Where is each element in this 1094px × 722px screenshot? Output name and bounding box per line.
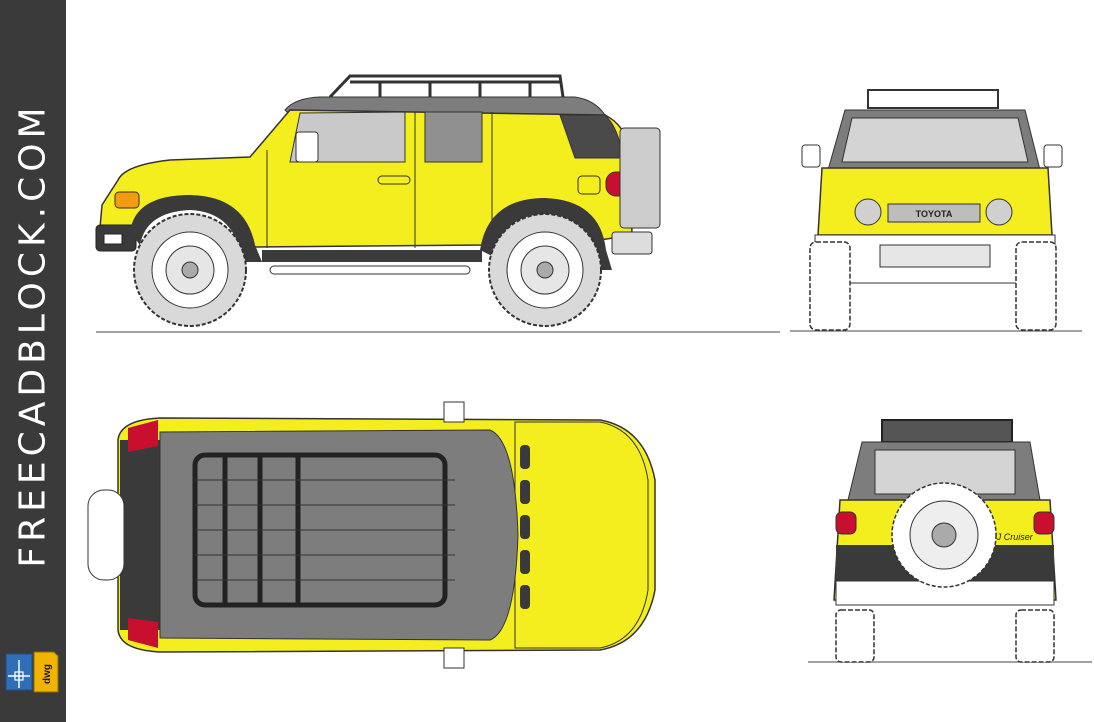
side-fuel-door bbox=[577, 175, 601, 195]
side-mirror bbox=[295, 131, 319, 163]
top-right-mirror bbox=[443, 647, 465, 669]
rear-left-tire bbox=[835, 609, 875, 663]
side-rear-door-window bbox=[424, 111, 483, 163]
front-right-tire bbox=[1015, 241, 1057, 331]
rear-left-tail-light bbox=[835, 511, 857, 535]
front-right-headlight bbox=[985, 198, 1013, 226]
front-left-mirror bbox=[801, 144, 821, 168]
side-rocker-panel bbox=[262, 250, 482, 262]
dwg-logo-label: dwg bbox=[42, 664, 53, 684]
top-rear-section bbox=[120, 440, 165, 630]
rear-spare-tire bbox=[891, 482, 997, 588]
top-spare-tire bbox=[87, 489, 125, 581]
front-left-tire bbox=[809, 241, 851, 331]
front-roof-rack bbox=[867, 89, 999, 109]
front-grille-badge: TOYOTA bbox=[916, 209, 953, 219]
front-grille bbox=[887, 203, 981, 223]
top-view bbox=[87, 401, 656, 669]
side-rear-wheel bbox=[488, 213, 602, 327]
front-right-mirror bbox=[1043, 144, 1063, 168]
front-lower-grille bbox=[879, 244, 991, 268]
rear-view: FJ Cruiser bbox=[808, 419, 1092, 663]
side-rear-bumper bbox=[611, 231, 653, 255]
top-left-mirror bbox=[443, 401, 465, 423]
side-front-fender-flare bbox=[130, 195, 262, 262]
brand-watermark-text: FREECADBLOCK.COM bbox=[12, 102, 54, 568]
side-head-light bbox=[114, 191, 140, 209]
side-view bbox=[95, 74, 780, 333]
top-right-tail-light bbox=[128, 618, 158, 648]
front-body bbox=[817, 167, 1053, 236]
side-door-handle bbox=[377, 175, 411, 185]
side-roof-rack bbox=[328, 74, 565, 99]
rear-model-badge: FJ Cruiser bbox=[991, 532, 1034, 542]
side-rear-fender-flare bbox=[480, 198, 612, 270]
front-left-headlight bbox=[854, 198, 882, 226]
top-hood bbox=[514, 421, 649, 649]
side-fog-light bbox=[103, 233, 123, 245]
brand-sidebar: FREECADBLOCK.COM dwg bbox=[0, 0, 66, 722]
side-spare-tire bbox=[619, 127, 661, 229]
top-left-tail-light bbox=[128, 420, 158, 452]
front-windshield bbox=[841, 117, 1029, 163]
dwg-file-icon: dwg bbox=[5, 651, 59, 693]
side-step bbox=[269, 265, 471, 275]
top-roof bbox=[159, 429, 519, 641]
blueprint-canvas: TOYOTA bbox=[87, 74, 1092, 669]
rear-right-tail-light bbox=[1033, 511, 1055, 535]
front-view: TOYOTA bbox=[790, 89, 1082, 332]
side-front-wheel bbox=[133, 213, 247, 327]
side-front-window bbox=[289, 111, 406, 163]
top-hood-vents bbox=[520, 445, 530, 609]
rear-right-tire bbox=[1015, 609, 1055, 663]
rear-roof-rack bbox=[881, 419, 1013, 443]
